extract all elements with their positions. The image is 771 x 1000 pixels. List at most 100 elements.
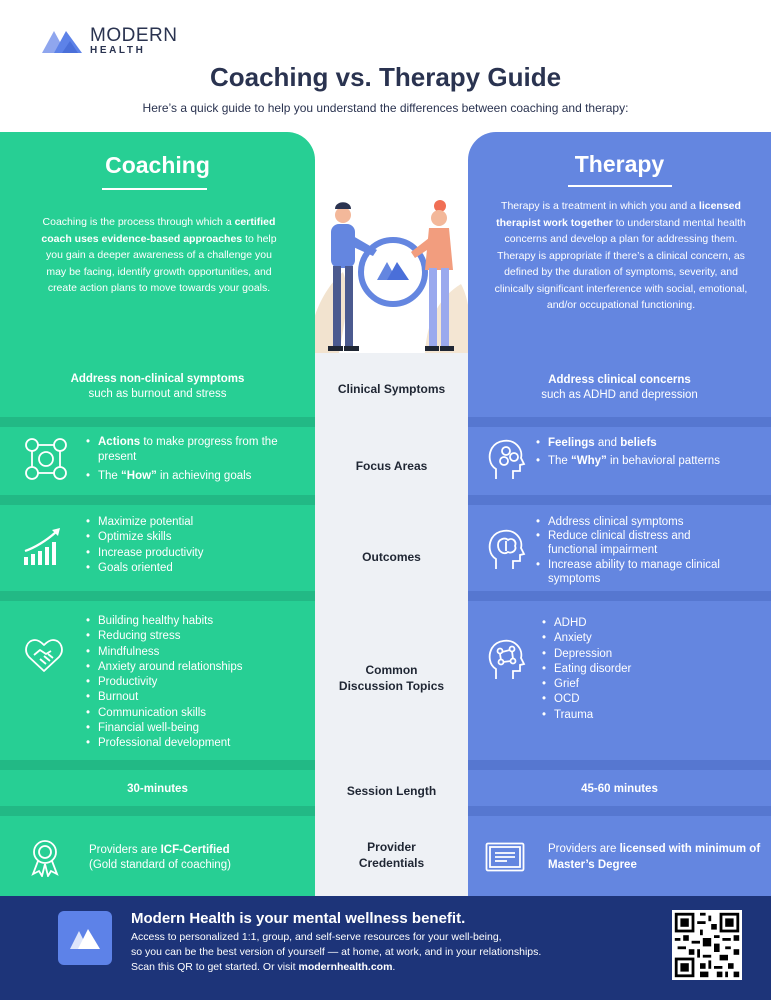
footer-line-1: Access to personalized 1:1, group, and s… [131,931,502,943]
therapy-session-length: 45-60 minutes [581,783,658,795]
hero-illustration [303,132,471,353]
therapy-focus-cell: Feelings and beliefs The “Why” in behavi… [468,427,771,495]
list-item: Address clinical symptoms [536,515,736,529]
therapy-topics-list: ADHD Anxiety Depression Eating disorder … [542,616,742,723]
therapy-topics-cell: ADHD Anxiety Depression Eating disorder … [468,601,771,760]
therapy-cred-pre: Providers are [548,843,620,855]
focus-therapy-bold-1a: Feelings [548,437,595,449]
list-item: Increase productivity [86,546,286,562]
therapy-desc-text-2: to understand mental health concerns and… [494,216,748,312]
brand-wordmark: MODERN HEALTH [90,26,177,56]
list-item: Eating disorder [542,662,742,678]
footer: Modern Health is your mental wellness be… [0,896,771,1000]
focus-coaching-bold-2: “How” [121,469,157,482]
list-item: Depression [542,647,742,663]
coaching-description: Coaching is the process through which a … [35,214,283,297]
coaching-outcomes-list: Maximize potential Optimize skills Incre… [86,515,286,576]
therapy-heading-underline [568,185,672,187]
certificate-icon [485,842,525,872]
footer-logo [58,911,112,965]
footer-text: Access to personalized 1:1, group, and s… [131,930,541,975]
footer-title: Modern Health is your mental wellness be… [131,910,466,927]
focus-therapy-bold-2: “Why” [571,455,607,468]
mountain-logo-icon [70,929,100,949]
therapy-clinical-text: Address clinical concerns such as ADHD a… [468,373,771,403]
qr-code-icon [672,910,742,980]
coaching-clinical-rest: such as burnout and stress [88,388,227,400]
list-item: Reducing stress [86,629,306,645]
therapy-desc-text-1: Therapy is a treatment in which you and … [501,200,699,212]
focus-label-cell: Focus Areas [315,427,468,505]
credentials-label-line1: Provider [367,840,416,854]
outcomes-label: Outcomes [362,550,421,564]
list-item: ADHD [542,616,742,632]
session-label-cell: Session Length [315,770,468,816]
list-item: Communication skills [86,706,306,722]
row-separator [0,591,771,601]
therapy-outcomes-cell: Address clinical symptoms Reduce clinica… [468,505,771,591]
brand-logo[interactable]: MODERN HEALTH [42,26,177,56]
list-item: Grief [542,677,742,693]
handshake-illustration-icon [303,200,471,353]
page-header: MODERN HEALTH Coaching vs. Therapy Guide… [0,0,771,132]
head-network-icon [488,639,526,679]
credentials-label-line2: Credentials [358,856,425,870]
topics-label-line2: Discussion Topics [338,679,445,693]
mountain-logo-icon [42,31,82,53]
coaching-topics-list: Building healthy habits Reducing stress … [86,614,306,752]
therapy-credentials-cell: Providers are licensed with minimum of M… [468,816,771,896]
footer-website-link[interactable]: modernhealth.com [298,961,393,973]
list-item: Burnout [86,690,306,706]
coaching-heading-underline [102,188,207,190]
focus-coaching-bold-1: Actions [98,436,141,448]
therapy-session-cell: 45-60 minutes [468,770,771,806]
therapy-clinical-bold: Address clinical concerns [548,374,691,386]
therapy-desc-bold: licensed therapist work together [496,200,741,229]
coaching-cred-rest: (Gold standard of coaching) [89,859,231,871]
list-item: Increase ability to manage clinical symp… [536,558,736,586]
provider-credentials-label: Provider Credentials [315,839,468,871]
discussion-topics-label: Common Discussion Topics [315,662,468,694]
coaching-clinical-cell: Address non-clinical symptoms such as bu… [0,353,315,417]
row-separator [0,760,771,770]
coaching-topics-cell: Building healthy habits Reducing stress … [0,601,315,760]
row-separator [0,806,771,816]
therapy-hero: Therapy Therapy is a treatment in which … [468,132,771,353]
topics-label-cell: Common Discussion Topics [315,601,468,770]
coaching-clinical-text: Address non-clinical symptoms such as bu… [0,372,315,402]
list-item: Financial well-being [86,721,306,737]
therapy-clinical-rest: such as ADHD and depression [541,389,698,401]
row-separator [0,495,771,505]
coaching-clinical-bold: Address non-clinical symptoms [70,373,245,385]
coaching-session-length: 30-minutes [127,783,188,795]
heart-handshake-icon [25,639,63,672]
focus-areas-label: Focus Areas [355,459,428,473]
coaching-focus-cell: Actions to make progress from the presen… [0,427,315,495]
qr-code[interactable] [672,910,742,980]
coaching-focus-list: Actions to make progress from the presen… [86,435,286,484]
list-item: Maximize potential [86,515,286,531]
session-length-label: Session Length [346,784,437,798]
award-ribbon-icon [31,840,59,877]
therapy-clinical-cell: Address clinical concerns such as ADHD a… [468,353,771,417]
therapy-heading: Therapy [574,151,665,177]
brand-name-line1: MODERN [90,25,178,46]
footer-line-3: Scan this QR to get started. Or visit [131,961,299,973]
list-item: Productivity [86,675,306,691]
focus-therapy-mid-1: and [594,437,621,449]
coaching-outcomes-cell: Maximize potential Optimize skills Incre… [0,505,315,591]
page-subtitle: Here’s a quick guide to help you underst… [142,101,629,115]
list-item: Professional development [86,736,306,752]
list-item: Trauma [542,708,742,724]
focus-therapy-text-2: in behavioral patterns [606,455,720,468]
coaching-desc-bold: certified coach uses evidence-based appr… [41,216,276,245]
focus-therapy-bold-1b: beliefs [620,437,657,449]
list-item: The “How” in achieving goals [86,469,286,485]
focus-therapy-pre-2: The [548,455,572,468]
coaching-hero: Coaching Coaching is the process through… [0,132,315,353]
list-item: Anxiety [542,631,742,647]
row-separator [0,417,771,427]
growth-chart-icon [24,528,60,565]
list-item: Anxiety around relationships [86,660,306,676]
therapy-description: Therapy is a treatment in which you and … [493,198,749,314]
